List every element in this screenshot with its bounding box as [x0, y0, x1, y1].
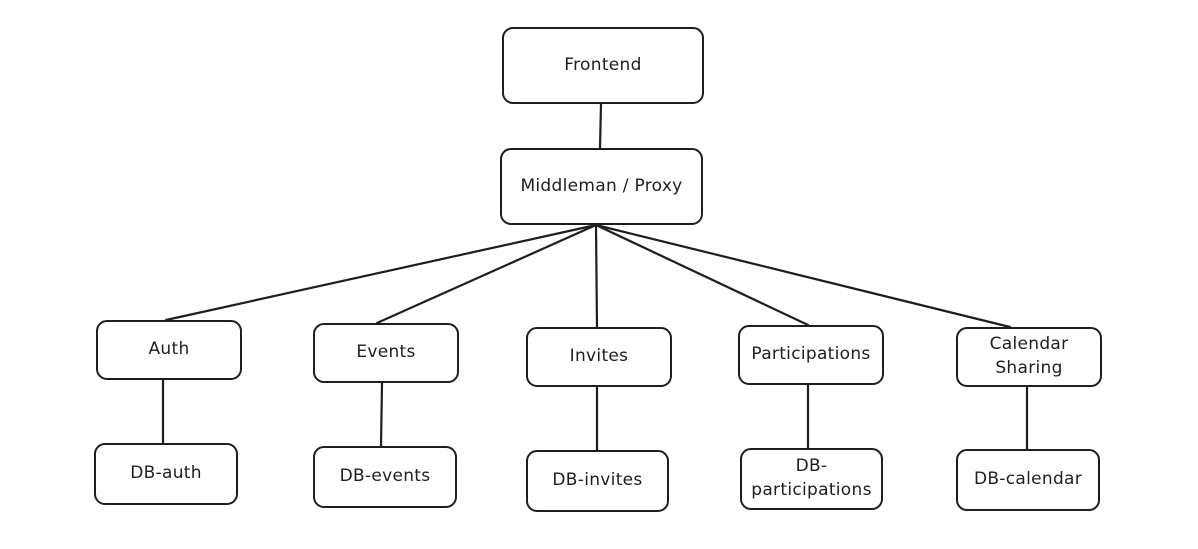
node-participations[interactable]: Participations [738, 325, 884, 385]
node-db-invites[interactable]: DB-invites [526, 450, 669, 512]
node-db-participations[interactable]: DB- participations [740, 448, 883, 510]
node-db-invites-label: DB-invites [552, 470, 643, 491]
node-db-calendar[interactable]: DB-calendar [956, 449, 1100, 511]
node-db-participations-label: DB- participations [751, 456, 872, 500]
node-proxy-label: Middleman / Proxy [520, 175, 683, 196]
node-db-auth[interactable]: DB-auth [94, 443, 238, 505]
edge-frontend-proxy [598, 102, 603, 150]
node-events-label: Events [356, 342, 416, 363]
node-events[interactable]: Events [313, 323, 459, 383]
node-auth-label: Auth [148, 339, 190, 360]
edge-proxy-events [375, 223, 598, 325]
node-auth[interactable]: Auth [96, 320, 242, 380]
node-db-auth-label: DB-auth [130, 463, 202, 484]
node-calendar-sharing[interactable]: Calendar Sharing [956, 327, 1102, 387]
edge-proxy-auth [164, 223, 598, 322]
edge-proxy-participations [594, 223, 810, 327]
node-frontend-label: Frontend [564, 54, 642, 75]
edge-proxy-invites [594, 223, 599, 329]
node-db-events[interactable]: DB-events [313, 446, 457, 508]
node-proxy[interactable]: Middleman / Proxy [500, 148, 703, 225]
node-db-events-label: DB-events [339, 466, 431, 487]
node-participations-label: Participations [751, 344, 871, 365]
edge-events-db-events [379, 381, 384, 448]
node-calendar-sharing-label: Calendar Sharing [989, 334, 1069, 378]
node-db-calendar-label: DB-calendar [973, 469, 1083, 490]
edge-proxy-calendar-sharing [594, 223, 1012, 329]
node-invites[interactable]: Invites [526, 327, 672, 387]
node-frontend[interactable]: Frontend [502, 27, 704, 104]
node-invites-label: Invites [569, 346, 629, 367]
